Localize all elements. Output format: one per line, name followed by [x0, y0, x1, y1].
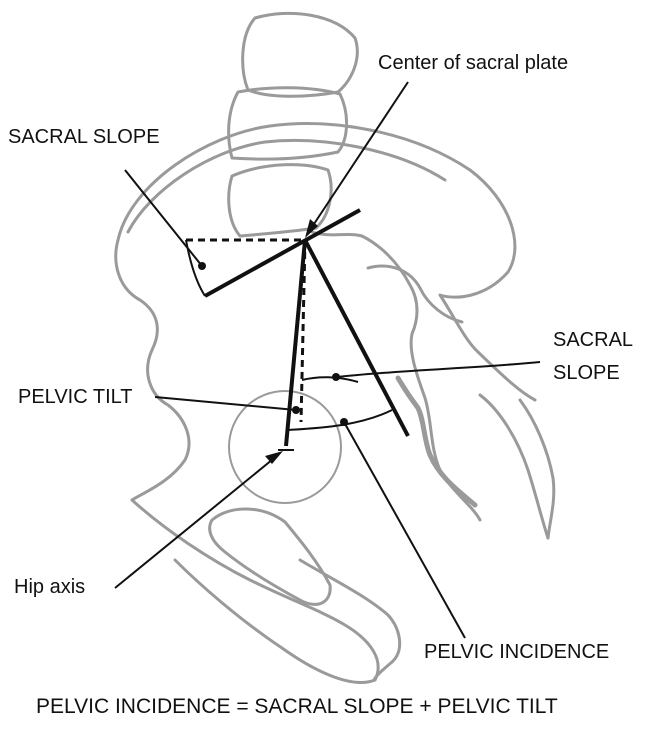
label-center-of-sacral-plate: Center of sacral plate: [378, 53, 568, 73]
dot-sacral-slope-top: [198, 262, 206, 270]
pelvis-anterior: [116, 240, 189, 500]
leader-sacral-slope-right: [336, 362, 540, 377]
coccyx: [480, 395, 548, 538]
sacrum-posterior-thick: [398, 378, 475, 505]
sacral-plate-line: [205, 210, 360, 296]
dot-pelvic-incidence: [340, 418, 348, 426]
label-sacral-slope-right-line1: SACRAL: [553, 330, 633, 350]
label-hip-axis: Hip axis: [14, 577, 85, 597]
dot-pelvic-tilt: [292, 406, 300, 414]
leader-pelvic-tilt: [155, 397, 296, 410]
femoral-head-circle: [229, 391, 341, 503]
leader-hip-axis: [115, 455, 278, 588]
measurement-lines: [115, 82, 540, 638]
vertebra-upper: [243, 13, 358, 96]
iliac-wing-inner: [128, 141, 445, 232]
perpendicular-line: [305, 240, 408, 436]
coccyx-inner: [520, 400, 554, 538]
pelvic-incidence-arc: [288, 410, 392, 430]
dot-sacral-slope-right: [332, 373, 340, 381]
label-pelvic-incidence: PELVIC INCIDENCE: [424, 642, 609, 662]
iliac-wing: [118, 124, 535, 400]
formula-caption: PELVIC INCIDENCE = SACRAL SLOPE + PELVIC…: [36, 696, 558, 717]
ischium: [132, 500, 378, 682]
arrowhead-hip-axis: [265, 451, 283, 464]
label-sacral-slope-right-line2: SLOPE: [553, 363, 620, 383]
bone-outlines: [116, 13, 554, 682]
ischial-tuberosity: [300, 560, 400, 680]
label-sacral-slope-top: SACRAL SLOPE: [8, 127, 160, 147]
label-pelvic-tilt: PELVIC TILT: [18, 387, 132, 407]
leader-pelvic-incidence: [344, 422, 465, 638]
sacral-slope-lower-arc: [302, 377, 358, 382]
hip-to-sacrum-line: [286, 240, 305, 446]
